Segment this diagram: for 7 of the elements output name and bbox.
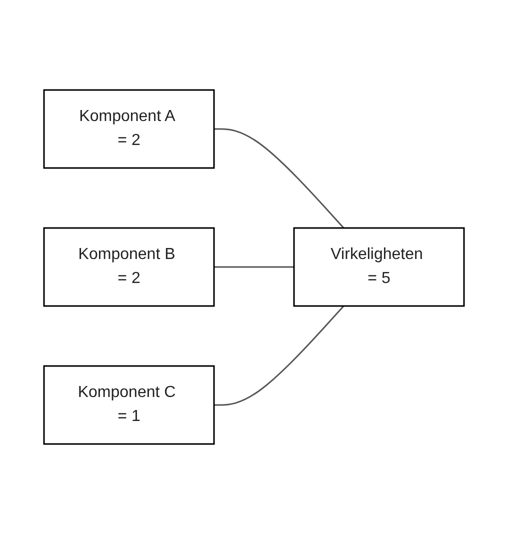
connector (214, 128, 344, 228)
node-box: Komponent C = 1 (42, 364, 214, 444)
connector (214, 305, 344, 406)
node-box: Virkeligheten = 5 (292, 226, 464, 306)
node-box: Komponent A = 2 (42, 88, 214, 168)
node-box: Komponent B = 2 (42, 226, 214, 306)
connector (214, 266, 294, 268)
